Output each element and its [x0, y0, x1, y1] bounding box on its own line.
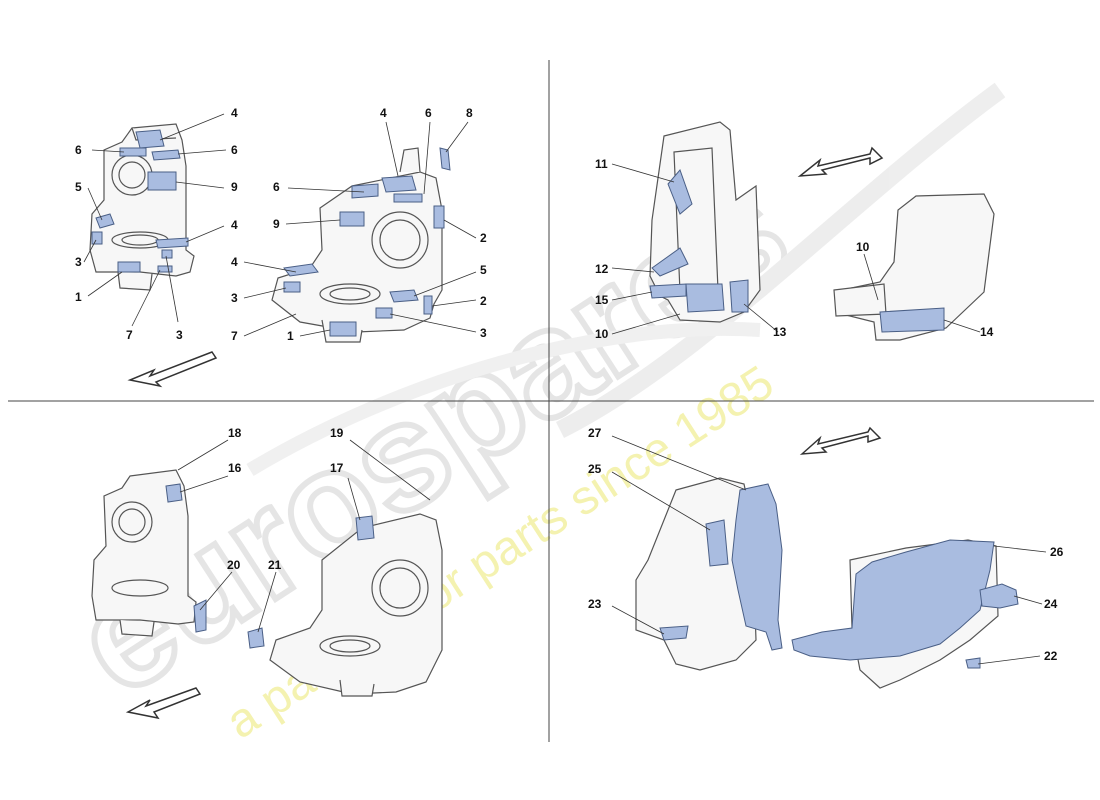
callout-6: 6	[75, 143, 82, 157]
callout-6: 6	[273, 180, 280, 194]
callout-10: 10	[856, 240, 870, 254]
leader-lines-bl	[177, 439, 431, 633]
orientation-arrow-bl	[125, 687, 202, 720]
callout-3: 3	[176, 328, 183, 342]
heat-shields-br	[659, 483, 1019, 669]
callout-26: 26	[1050, 545, 1064, 559]
callout-3: 3	[231, 291, 238, 305]
insulation-pads-tl-large	[283, 147, 451, 337]
callout-9: 9	[273, 217, 280, 231]
callout-21: 21	[268, 558, 282, 572]
orientation-arrow-tl	[127, 351, 218, 388]
callout-17: 17	[330, 461, 344, 475]
callout-16: 16	[228, 461, 242, 475]
callout-13: 13	[773, 325, 787, 339]
callout-5: 5	[75, 180, 82, 194]
callout-4: 4	[231, 255, 238, 269]
fuel-tank-small-view-bl	[91, 469, 197, 637]
leader-lines-tr	[611, 163, 981, 335]
callout-4: 4	[380, 106, 387, 120]
callout-9: 9	[231, 180, 238, 194]
insulation-pads-tr	[649, 169, 945, 333]
brackets-bl	[165, 483, 375, 649]
callout-1: 1	[287, 329, 294, 343]
callout-27: 27	[588, 426, 602, 440]
orientation-arrow-tr	[797, 146, 884, 177]
callout-8: 8	[466, 106, 473, 120]
callout-6: 6	[425, 106, 432, 120]
callout-19: 19	[330, 426, 344, 440]
callout-24: 24	[1044, 597, 1058, 611]
leader-lines-tl	[83, 113, 477, 337]
callout-7: 7	[231, 329, 238, 343]
fuel-tank-side-view-tr	[649, 121, 995, 341]
callout-6: 6	[231, 143, 238, 157]
callout-18: 18	[228, 426, 242, 440]
leader-lines-br	[611, 435, 1047, 665]
callout-3: 3	[75, 255, 82, 269]
callout-4: 4	[231, 106, 238, 120]
callout-14: 14	[980, 325, 994, 339]
callout-3: 3	[480, 326, 487, 340]
callout-23: 23	[588, 597, 602, 611]
callout-11: 11	[595, 157, 608, 171]
callout-20: 20	[227, 558, 241, 572]
callout-15: 15	[595, 293, 609, 307]
callout-1: 1	[75, 290, 82, 304]
callout-5: 5	[480, 263, 487, 277]
callout-10: 10	[595, 327, 609, 341]
fuel-tank-large-view-tl	[271, 147, 443, 343]
callout-2: 2	[480, 231, 487, 245]
callout-7: 7	[126, 328, 133, 342]
callout-4: 4	[231, 218, 238, 232]
callout-12: 12	[595, 262, 609, 276]
callout-2: 2	[480, 294, 487, 308]
orientation-arrow-br	[799, 426, 882, 455]
callout-25: 25	[588, 462, 602, 476]
callout-22: 22	[1044, 649, 1058, 663]
fuel-tank-large-view-bl	[269, 513, 443, 697]
